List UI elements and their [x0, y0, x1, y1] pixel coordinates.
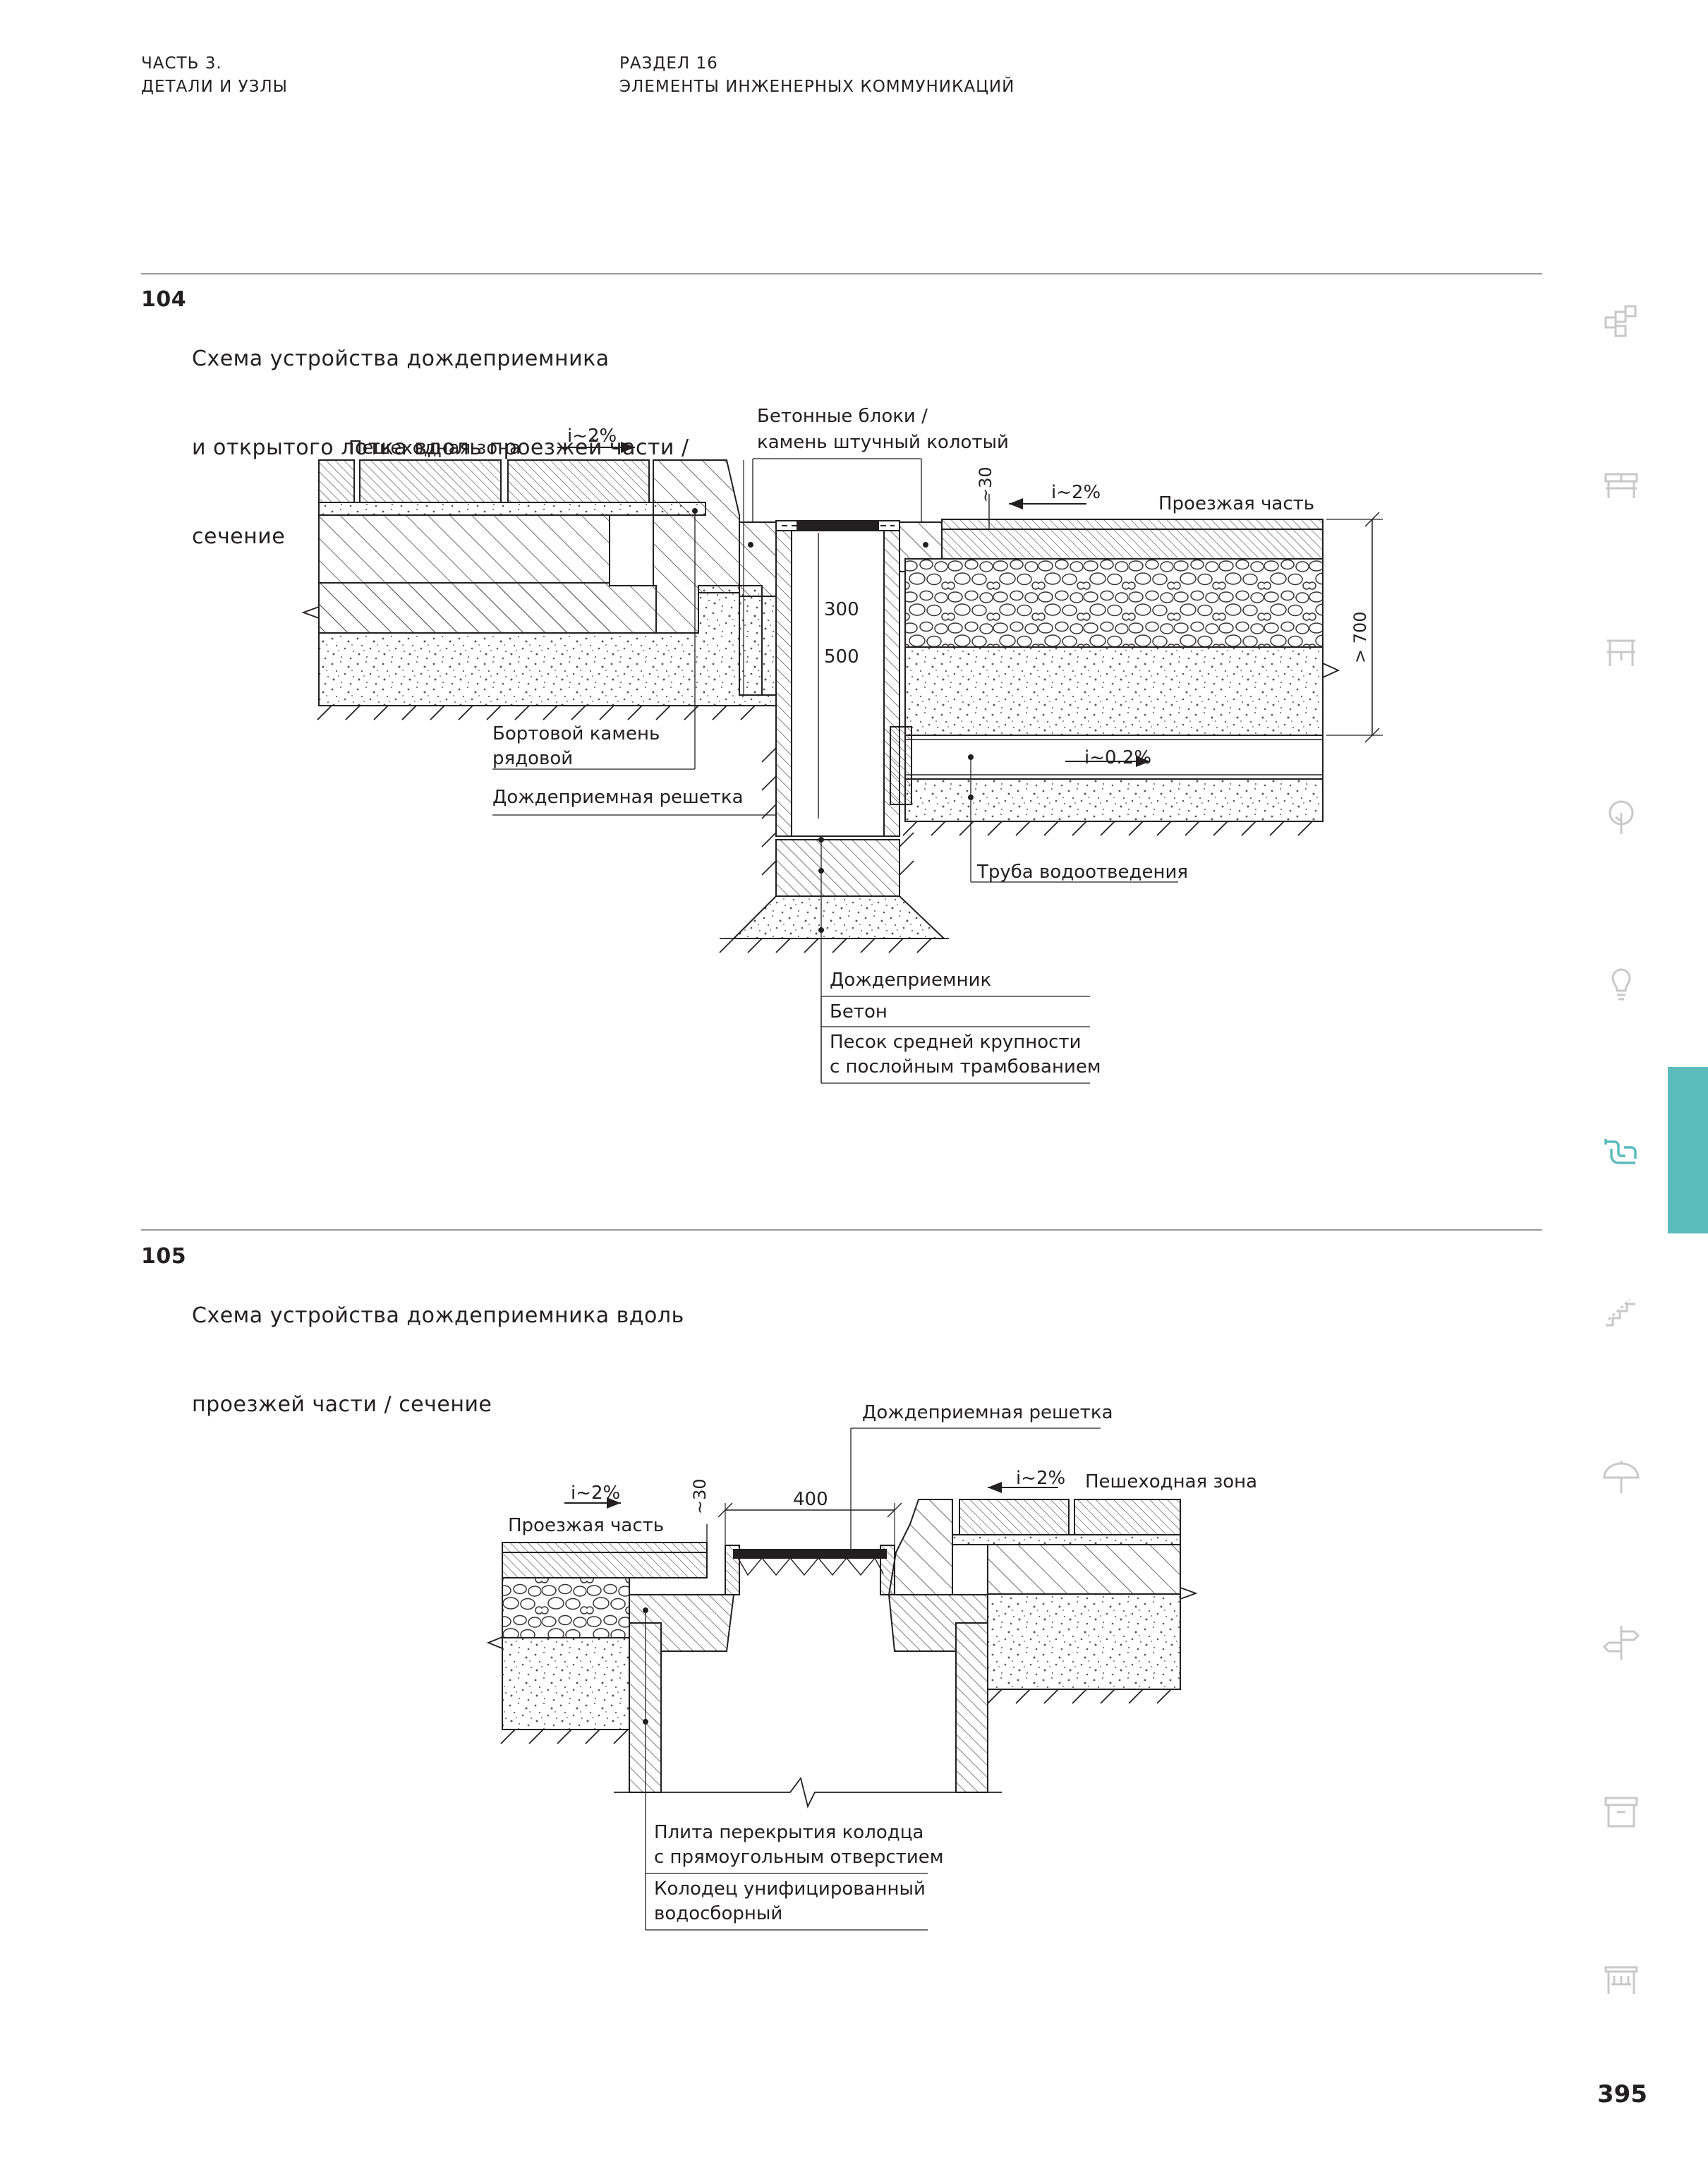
crushed-stone-layer [904, 558, 1324, 648]
label-sand-line2: с послойным трамбованием [830, 1056, 1101, 1078]
figure-104-title-line3: сечение [192, 524, 286, 549]
crushed-stone-layer [502, 1577, 630, 1638]
running-header-section: РАЗДЕЛ 16 ЭЛЕМЕНТЫ ИНЖЕНЕРНЫХ КОММУНИКАЦ… [619, 52, 1014, 99]
sand-subbase-left [502, 1637, 630, 1730]
label-roadway-105: Проезжая часть [508, 1515, 664, 1536]
stairs-icon[interactable] [1601, 1291, 1641, 1331]
label-blocks-line2: камень штучный колотый [757, 432, 1009, 453]
label-sand-line1: Песок средней крупности [830, 1032, 1081, 1053]
concrete-blocks-left [739, 521, 777, 597]
drain-pipe [904, 735, 1324, 780]
label-slope-right-105: i~2% [1016, 1468, 1065, 1489]
label-dim-400: 400 [793, 1489, 828, 1510]
label-dim-30: ~30 [976, 466, 995, 502]
label-concrete: Бетон [830, 1001, 888, 1022]
label-curb-line2: рядовой [492, 748, 573, 769]
paving-tile [507, 459, 650, 503]
paving-tile [959, 1499, 1070, 1535]
furniture-icon[interactable] [1601, 632, 1641, 672]
label-grate-105: Дождеприемная решетка [862, 1402, 1113, 1423]
label-slab-line2: с прямоугольным отверстием [654, 1847, 943, 1868]
label-grate: Дождеприемная решетка [492, 787, 744, 808]
running-header-part: ЧАСТЬ 3. ДЕТАЛИ И УЗЛЫ [141, 52, 288, 99]
figure-104-rule [141, 273, 1542, 274]
section-tab-accent [1668, 1067, 1708, 1233]
page-number: 395 [1597, 2080, 1647, 2108]
concrete-base [775, 839, 900, 897]
label-slope-left-105: i~2% [571, 1483, 620, 1504]
sand-bedding-layer [318, 502, 706, 516]
concrete-base-right [987, 1544, 1181, 1595]
asphalt-bottom-layer [502, 1552, 708, 1579]
asphalt-top-layer [502, 1542, 708, 1553]
figure-105-title-line1: Схема устройства дождеприемника вдоль [192, 1303, 684, 1328]
sand-subbase-right [987, 1593, 1181, 1690]
signpost-icon[interactable] [1601, 1623, 1641, 1662]
shelter-icon[interactable] [1601, 1959, 1641, 1998]
well-wall-right [955, 1622, 988, 1793]
container-icon[interactable] [1601, 1792, 1641, 1832]
label-pipe: Труба водоотведения [976, 862, 1188, 883]
asphalt-bottom-layer [941, 529, 1324, 560]
header-part-line1: ЧАСТЬ 3. [141, 54, 222, 73]
header-section-line1: РАЗДЕЛ 16 [619, 54, 718, 73]
figure-105-drawing [486, 1427, 1198, 1931]
paving-tile [1074, 1499, 1181, 1535]
figure-104-title-line1: Схема устройства дождеприемника [192, 346, 610, 371]
label-pedestrian-zone: Пешеходная зона [349, 437, 521, 459]
label-well-line1: Колодец унифицированный [654, 1878, 926, 1900]
figure-105-labels: Дождеприемная решетка i~2% Пешеходная зо… [508, 1402, 1257, 1924]
label-dim-300: 300 [824, 599, 859, 620]
label-well-line2: водосборный [654, 1903, 782, 1924]
figure-105-title: 105 Схема устройства дождеприемника вдол… [141, 1242, 847, 1417]
umbrella-icon[interactable] [1601, 1458, 1641, 1497]
inlet-grate [733, 1549, 887, 1559]
asphalt-top-layer [941, 519, 1324, 530]
tree-icon[interactable] [1601, 797, 1641, 837]
sand-subbase-right [904, 646, 1324, 736]
label-dim-700: > 700 [1350, 611, 1370, 663]
label-curb-line1: Бортовой камень [492, 723, 660, 744]
label-inlet: Дождеприемник [830, 970, 991, 991]
ground-hatch-left [317, 705, 776, 720]
header-section-line2: ЭЛЕМЕНТЫ ИНЖЕНЕРНЫХ КОММУНИКАЦИЙ [619, 78, 1015, 96]
figure-104-drawing [301, 442, 1383, 1084]
paving-icon[interactable] [1601, 302, 1641, 342]
figure-105-title-line2: проезжей части / сечение [192, 1392, 492, 1417]
figure-104-labels: Пешеходная зона i~2% Бетонные блоки / ка… [349, 406, 1370, 1078]
label-dim-500: 500 [824, 646, 859, 668]
label-pipe-slope: i~0.2% [1084, 747, 1151, 768]
curb-stone [888, 1499, 953, 1595]
figure-105-number: 105 [141, 1244, 187, 1269]
paving-tile [359, 459, 502, 503]
label-roadway: Проезжая часть [1158, 493, 1314, 514]
curb-stone [653, 459, 740, 634]
utilities-icon[interactable] [1601, 1132, 1641, 1171]
paving-tile [318, 459, 355, 503]
label-blocks-line1: Бетонные блоки / [757, 406, 928, 427]
inlet-grate [797, 521, 879, 530]
label-slab-line1: Плита перекрытия колодца [654, 1822, 923, 1843]
label-slope-left: i~2% [567, 425, 617, 447]
bench-icon[interactable] [1601, 466, 1641, 505]
header-part-line2: ДЕТАЛИ И УЗЛЫ [141, 78, 288, 96]
lamp-icon[interactable] [1601, 962, 1641, 1002]
label-pedestrian-zone-105: Пешеходная зона [1085, 1471, 1257, 1492]
sand-cushion [732, 895, 946, 939]
label-dim-30-105: ~30 [690, 1478, 710, 1514]
pipe-bedding [904, 778, 1324, 822]
label-slope-right: i~2% [1051, 482, 1101, 503]
figure-104-number: 104 [141, 287, 187, 312]
figure-105-rule [141, 1229, 1542, 1231]
